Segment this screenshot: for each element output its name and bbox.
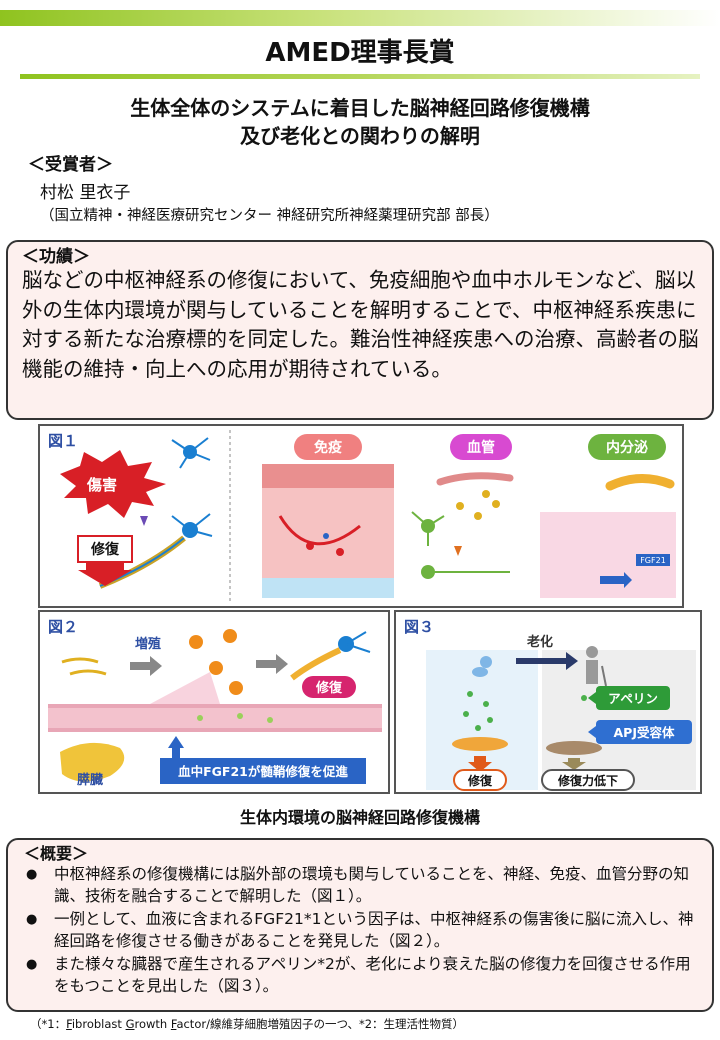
fig3-repair-label: 修復 xyxy=(467,773,493,788)
fig3-label: 図３ xyxy=(404,618,435,636)
title-underline xyxy=(20,74,700,79)
fig2-pancreas-label: 膵臓 xyxy=(77,772,103,788)
vessel-pill xyxy=(450,434,512,460)
fig1-vessel-label: 血管 xyxy=(467,439,495,456)
footnote-g: G xyxy=(125,1017,135,1031)
fig3-apelin-label: アペリン xyxy=(608,691,658,706)
fig1-fgf21-tag: FGF21 xyxy=(640,556,666,565)
fig2-label: 図２ xyxy=(48,618,79,636)
achievement-box xyxy=(6,240,714,420)
subtitle-line-1: 生体全体のシステムに着目した脳神経回路修復機構 xyxy=(130,96,590,120)
fig1-endocrine-label: 内分泌 xyxy=(606,439,648,456)
cell-young-icon xyxy=(452,737,508,751)
page-title: AMED理事長賞 xyxy=(265,38,455,68)
subtitle-line-2: 及び老化との関わりの解明 xyxy=(240,124,480,148)
endocrine-pill xyxy=(588,434,666,460)
summary-item: また様々な臓器で産生されるアペリン*2が、老化により衰えた脳の修復力を回復させる… xyxy=(22,954,702,997)
footnote-f1: F xyxy=(66,1017,72,1031)
footnote: （*1：Fibroblast Growth Factor/線維芽細胞増殖因子の一… xyxy=(30,1016,464,1032)
figure-2-panel: 増殖 修復 膵臓 血中FGF21が髄鞘修復を促進 図２ xyxy=(38,610,390,794)
summary-item: 一例として、血液に含まれるFGF21*1という因子は、中枢神経系の傷害後に脳に流… xyxy=(22,909,702,952)
footnote-ibroblast: ibroblast xyxy=(71,1017,126,1031)
apj-box xyxy=(596,720,692,744)
vessel-icon xyxy=(436,472,514,486)
aging-arrow-icon xyxy=(516,652,578,670)
top-accent-bar xyxy=(0,10,720,26)
cell-aged-icon xyxy=(546,741,602,755)
figure-3-panel: 老化 修復 アペリン APJ受容体 修復力低下 図３ xyxy=(394,610,702,794)
fig3-repair-arrow-icon xyxy=(468,756,492,772)
down-arrow-icon xyxy=(140,516,148,526)
fig3-aging-label: 老化 xyxy=(526,634,553,650)
summary-list: 中枢神経系の修復機構には脳外部の環境も関与していることを、神経、免疫、血管分野の… xyxy=(22,864,702,999)
recipient-affiliation: （国立精神・神経医療研究センター 神経研究所神経薬理研究部 部長） xyxy=(40,208,499,224)
figure-caption: 生体内環境の脳神経回路修復機構 xyxy=(239,808,480,827)
achievement-heading: ＜功績＞ xyxy=(22,247,90,267)
fig3-decline-box xyxy=(541,769,635,791)
fig2-repaired-neuron-icon xyxy=(290,631,371,681)
repair-arrow-icon xyxy=(78,562,132,586)
fig1-immune-label: 免疫 xyxy=(314,439,342,456)
summary-heading: ＜概要＞ xyxy=(24,844,89,863)
footnote-open: （*1： xyxy=(30,1017,67,1031)
figure-1-illustration: 傷害 修復 免疫 血管 xyxy=(60,430,676,602)
recipient-heading: ＜受賞者＞ xyxy=(28,155,113,175)
elderly-icon xyxy=(586,646,607,687)
apj-arrow-icon xyxy=(588,726,596,738)
fig3-apj-label: APJ受容体 xyxy=(614,725,675,740)
damage-burst xyxy=(60,450,166,518)
endocrine-arrow-icon xyxy=(600,572,632,588)
vessel-down-arrow-icon xyxy=(454,546,462,556)
neuron-green-icon xyxy=(411,511,510,579)
figure-2-illustration: 増殖 修復 膵臓 血中FGF21が髄鞘修復を促進 xyxy=(48,629,382,788)
pancreas-small-icon xyxy=(605,474,675,491)
fig3-repair-box xyxy=(453,769,507,791)
fig2-proliferation-label: 増殖 xyxy=(135,636,161,652)
recipient-name: 村松 里衣子 xyxy=(40,183,131,203)
apelin-box xyxy=(596,686,670,710)
summary-item: 中枢神経系の修復機構には脳外部の環境も関与していることを、神経、免疫、血管分野の… xyxy=(22,864,702,907)
achievement-text: 脳などの中枢神経系の修復において、免疫細胞や血中ホルモンなど、脳以外の生体内環境… xyxy=(22,268,699,381)
footnote-f2: F xyxy=(170,1017,177,1031)
fig2-right-arrow-icon xyxy=(256,654,288,674)
fig2-up-arrow-icon xyxy=(168,736,184,758)
opc-cluster-icon xyxy=(189,629,243,695)
baby-icon xyxy=(472,656,492,677)
fig3-decline-arrow-icon xyxy=(562,758,586,770)
fig3-decline-label: 修復力低下 xyxy=(557,773,618,788)
pancreas-icon xyxy=(60,742,125,782)
fig2-caption: 血中FGF21が髄鞘修復を促進 xyxy=(178,764,348,779)
neuron-icon xyxy=(171,437,211,469)
subtitle: 生体全体のシステムに着目した脳神経回路修復機構 及び老化との関わりの解明 xyxy=(0,94,720,150)
immune-pill xyxy=(294,434,362,460)
footnote-rowth: rowth xyxy=(134,1017,171,1031)
fig2-repair-pill xyxy=(302,676,356,698)
fig2-caption-box xyxy=(160,758,366,784)
figure-3-illustration: 老化 修復 アペリン APJ受容体 修復力低下 xyxy=(426,634,696,791)
fig1-repair-label: 修復 xyxy=(90,541,120,558)
fig2-repair-label: 修復 xyxy=(315,680,343,696)
fig1-damage-label: 傷害 xyxy=(86,476,117,494)
proliferation-arrow-icon xyxy=(130,656,162,676)
footnote-rest: actor/線維芽細胞増殖因子の一つ、*2：生理活性物質） xyxy=(176,1017,465,1031)
fig1-label: 図１ xyxy=(48,432,79,450)
figure-1-panel: 傷害 修復 免疫 血管 xyxy=(38,424,684,608)
apelin-arrow-icon xyxy=(588,692,596,704)
